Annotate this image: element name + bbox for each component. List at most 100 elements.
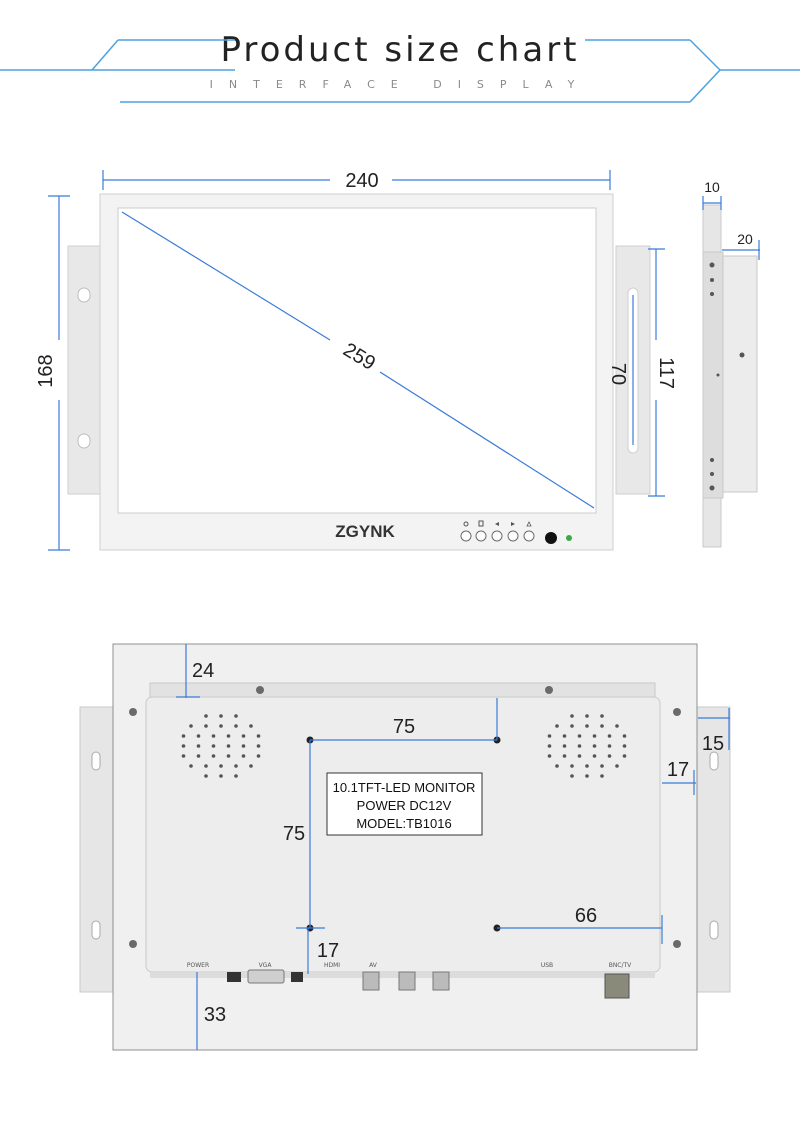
- grille-hole: [219, 724, 223, 728]
- grille-hole: [585, 764, 589, 768]
- speaker-grille-right: [547, 714, 627, 778]
- grille-hole: [570, 714, 574, 718]
- grille-hole: [547, 734, 552, 738]
- grille-hole: [592, 744, 597, 748]
- grille-hole: [607, 754, 612, 758]
- grille-hole: [607, 734, 612, 738]
- dim-right-offset: 17: [667, 759, 689, 781]
- grille-hole: [622, 734, 627, 738]
- page-subtitle: INTERFACE DISPLAY: [209, 78, 591, 91]
- port-label-bnc: BNC/TV: [609, 962, 632, 969]
- hdmi-port: [291, 972, 303, 982]
- right-button-icon: [507, 530, 519, 542]
- label-line-2: POWER DC12V: [357, 798, 452, 813]
- left-mounting-bracket: [67, 245, 103, 495]
- port-label-hdmi: HDMI: [324, 962, 340, 969]
- grille-hole: [241, 744, 246, 748]
- label-line-3: MODEL:TB1016: [356, 816, 451, 831]
- brand-logo: ZGYNK: [335, 522, 395, 541]
- grille-hole: [196, 734, 201, 738]
- back-left-bracket: [79, 706, 114, 993]
- grille-hole: [226, 734, 231, 738]
- bracket-slot: [77, 433, 91, 449]
- grille-hole: [196, 754, 201, 758]
- port-label-av: AV: [369, 962, 378, 969]
- grille-hole: [600, 714, 604, 718]
- grille-hole: [562, 754, 567, 758]
- grille-hole: [570, 764, 574, 768]
- dim-height: 168: [35, 354, 57, 387]
- grille-hole: [585, 714, 589, 718]
- side-view: 10 20: [702, 179, 760, 548]
- grille-hole: [256, 744, 261, 748]
- grille-hole: [226, 754, 231, 758]
- av-port-3: [432, 971, 450, 991]
- grille-hole: [577, 744, 582, 748]
- grille-hole: [204, 714, 208, 718]
- grille-hole: [577, 754, 582, 758]
- header-decoration: [0, 39, 800, 103]
- right-arrow-icon: [511, 522, 515, 526]
- grille-hole: [249, 724, 253, 728]
- side-body: [720, 255, 758, 493]
- bracket-slot: [709, 751, 719, 771]
- av-port-1: [362, 971, 380, 991]
- dim-top-offset: 24: [192, 660, 214, 682]
- bracket-slot: [77, 287, 91, 303]
- dim-width: 240: [345, 170, 378, 192]
- bracket-slot: [91, 920, 101, 940]
- ir-sensor-icon: [545, 532, 557, 544]
- dim-bracket-slot: 70: [607, 363, 629, 385]
- grille-hole: [562, 744, 567, 748]
- grille-hole: [181, 744, 186, 748]
- grille-hole: [234, 724, 238, 728]
- grille-hole: [226, 744, 231, 748]
- grille-hole: [189, 764, 193, 768]
- grille-hole: [256, 734, 261, 738]
- grille-hole: [234, 764, 238, 768]
- port-label-power: POWER: [187, 962, 209, 969]
- dim-bottom-depth: 33: [204, 1004, 226, 1026]
- grille-hole: [234, 774, 238, 778]
- grille-hole: [577, 734, 582, 738]
- dim-bracket-height-line: [648, 248, 665, 497]
- connectors: [227, 969, 630, 999]
- product-label: [326, 772, 483, 836]
- grille-hole: [196, 744, 201, 748]
- port-label-vga: VGA: [259, 962, 273, 969]
- dim-bracket-width: 15: [702, 733, 724, 755]
- bnc-connector: [604, 973, 630, 999]
- front-buttons: [460, 520, 572, 544]
- menu-symbol-icon: [478, 520, 484, 527]
- grille-hole: [607, 744, 612, 748]
- page-title: Product size chart: [220, 30, 580, 70]
- grille-hole: [204, 774, 208, 778]
- front-view: ZGYNK 240: [35, 170, 677, 551]
- grille-hole: [211, 754, 216, 758]
- dim-right-hole-offset: 66: [575, 905, 597, 927]
- speaker-grille-left: [181, 714, 261, 778]
- power-led-icon: [566, 535, 572, 541]
- grille-hole: [234, 714, 238, 718]
- dim-width-line: [102, 170, 611, 190]
- grille-hole: [181, 754, 186, 758]
- dim-height-line: [48, 195, 70, 551]
- side-bracket: [702, 251, 724, 499]
- grille-hole: [219, 774, 223, 778]
- dim-vesa-vertical: 75: [283, 823, 305, 845]
- source-symbol-icon: [526, 521, 532, 527]
- power-button-icon: [460, 530, 472, 542]
- dim-bracket-height: 117: [655, 357, 677, 389]
- grille-hole: [241, 754, 246, 758]
- grille-hole: [181, 734, 186, 738]
- grille-hole: [592, 754, 597, 758]
- grille-hole: [219, 714, 223, 718]
- grille-hole: [204, 724, 208, 728]
- source-button-icon: [523, 530, 535, 542]
- dim-depth-line: [722, 240, 760, 260]
- back-dimension-lines: [176, 644, 730, 1050]
- port-label-usb: USB: [541, 962, 553, 969]
- left-arrow-icon: [495, 522, 499, 526]
- grille-hole: [592, 734, 597, 738]
